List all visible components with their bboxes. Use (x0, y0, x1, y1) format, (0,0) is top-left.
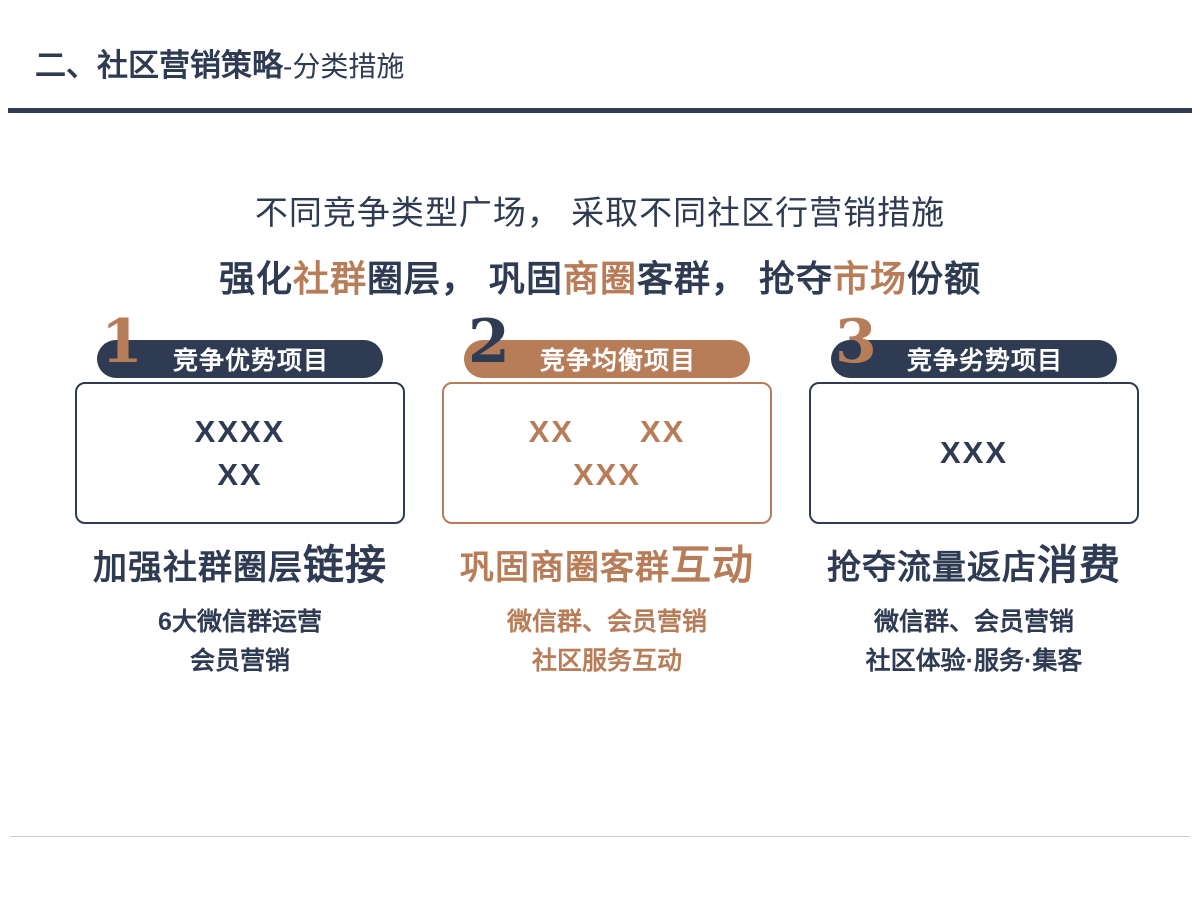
column-2-subtext: 微信群、会员营销社区服务互动 (506, 608, 707, 675)
column-1-number: 1 (101, 307, 143, 377)
column-3-placeholder-box: XXX (809, 382, 1139, 524)
column-3-heading: 抢夺流量返店消费 (827, 542, 1121, 588)
intro-block: 不同竞争类型广场， 采取不同社区行营销措施 强化社群圈层， 巩固商圈客群， 抢夺… (0, 186, 1200, 302)
column-3-subtext: 微信群、会员营销社区体验·服务·集客 (865, 608, 1083, 675)
column-competitive-disadvantage: 3 竞争劣势项目 XXX 抢夺流量返店消费 微信群、会员营销社区体验·服务·集客 (809, 307, 1139, 681)
bottom-divider (10, 836, 1190, 837)
column-2-number: 2 (468, 307, 510, 377)
column-2-badge-group: 2 竞争均衡项目 (464, 307, 750, 378)
column-1-subtext: 6大微信群运营会员营销 (158, 608, 322, 675)
column-3-category-pill: 竞争劣势项目 (831, 340, 1117, 378)
column-1-heading: 加强社群圈层链接 (93, 542, 387, 588)
column-3-number: 3 (835, 307, 877, 377)
page-title: 二、社区营销策略-分类措施 (35, 48, 405, 83)
column-3-badge-group: 3 竞争劣势项目 (831, 307, 1117, 378)
column-1-category-pill: 竞争优势项目 (97, 340, 383, 378)
header-divider (8, 108, 1192, 113)
column-2-heading: 巩固商圈客群互动 (460, 542, 754, 588)
intro-line-1: 不同竞争类型广场， 采取不同社区行营销措施 (254, 194, 946, 231)
intro-line-2: 强化社群圈层， 巩固商圈客群， 抢夺市场份额 (218, 258, 982, 299)
column-1-badge-group: 1 竞争优势项目 (97, 307, 383, 378)
column-2-category-pill: 竞争均衡项目 (464, 340, 750, 378)
